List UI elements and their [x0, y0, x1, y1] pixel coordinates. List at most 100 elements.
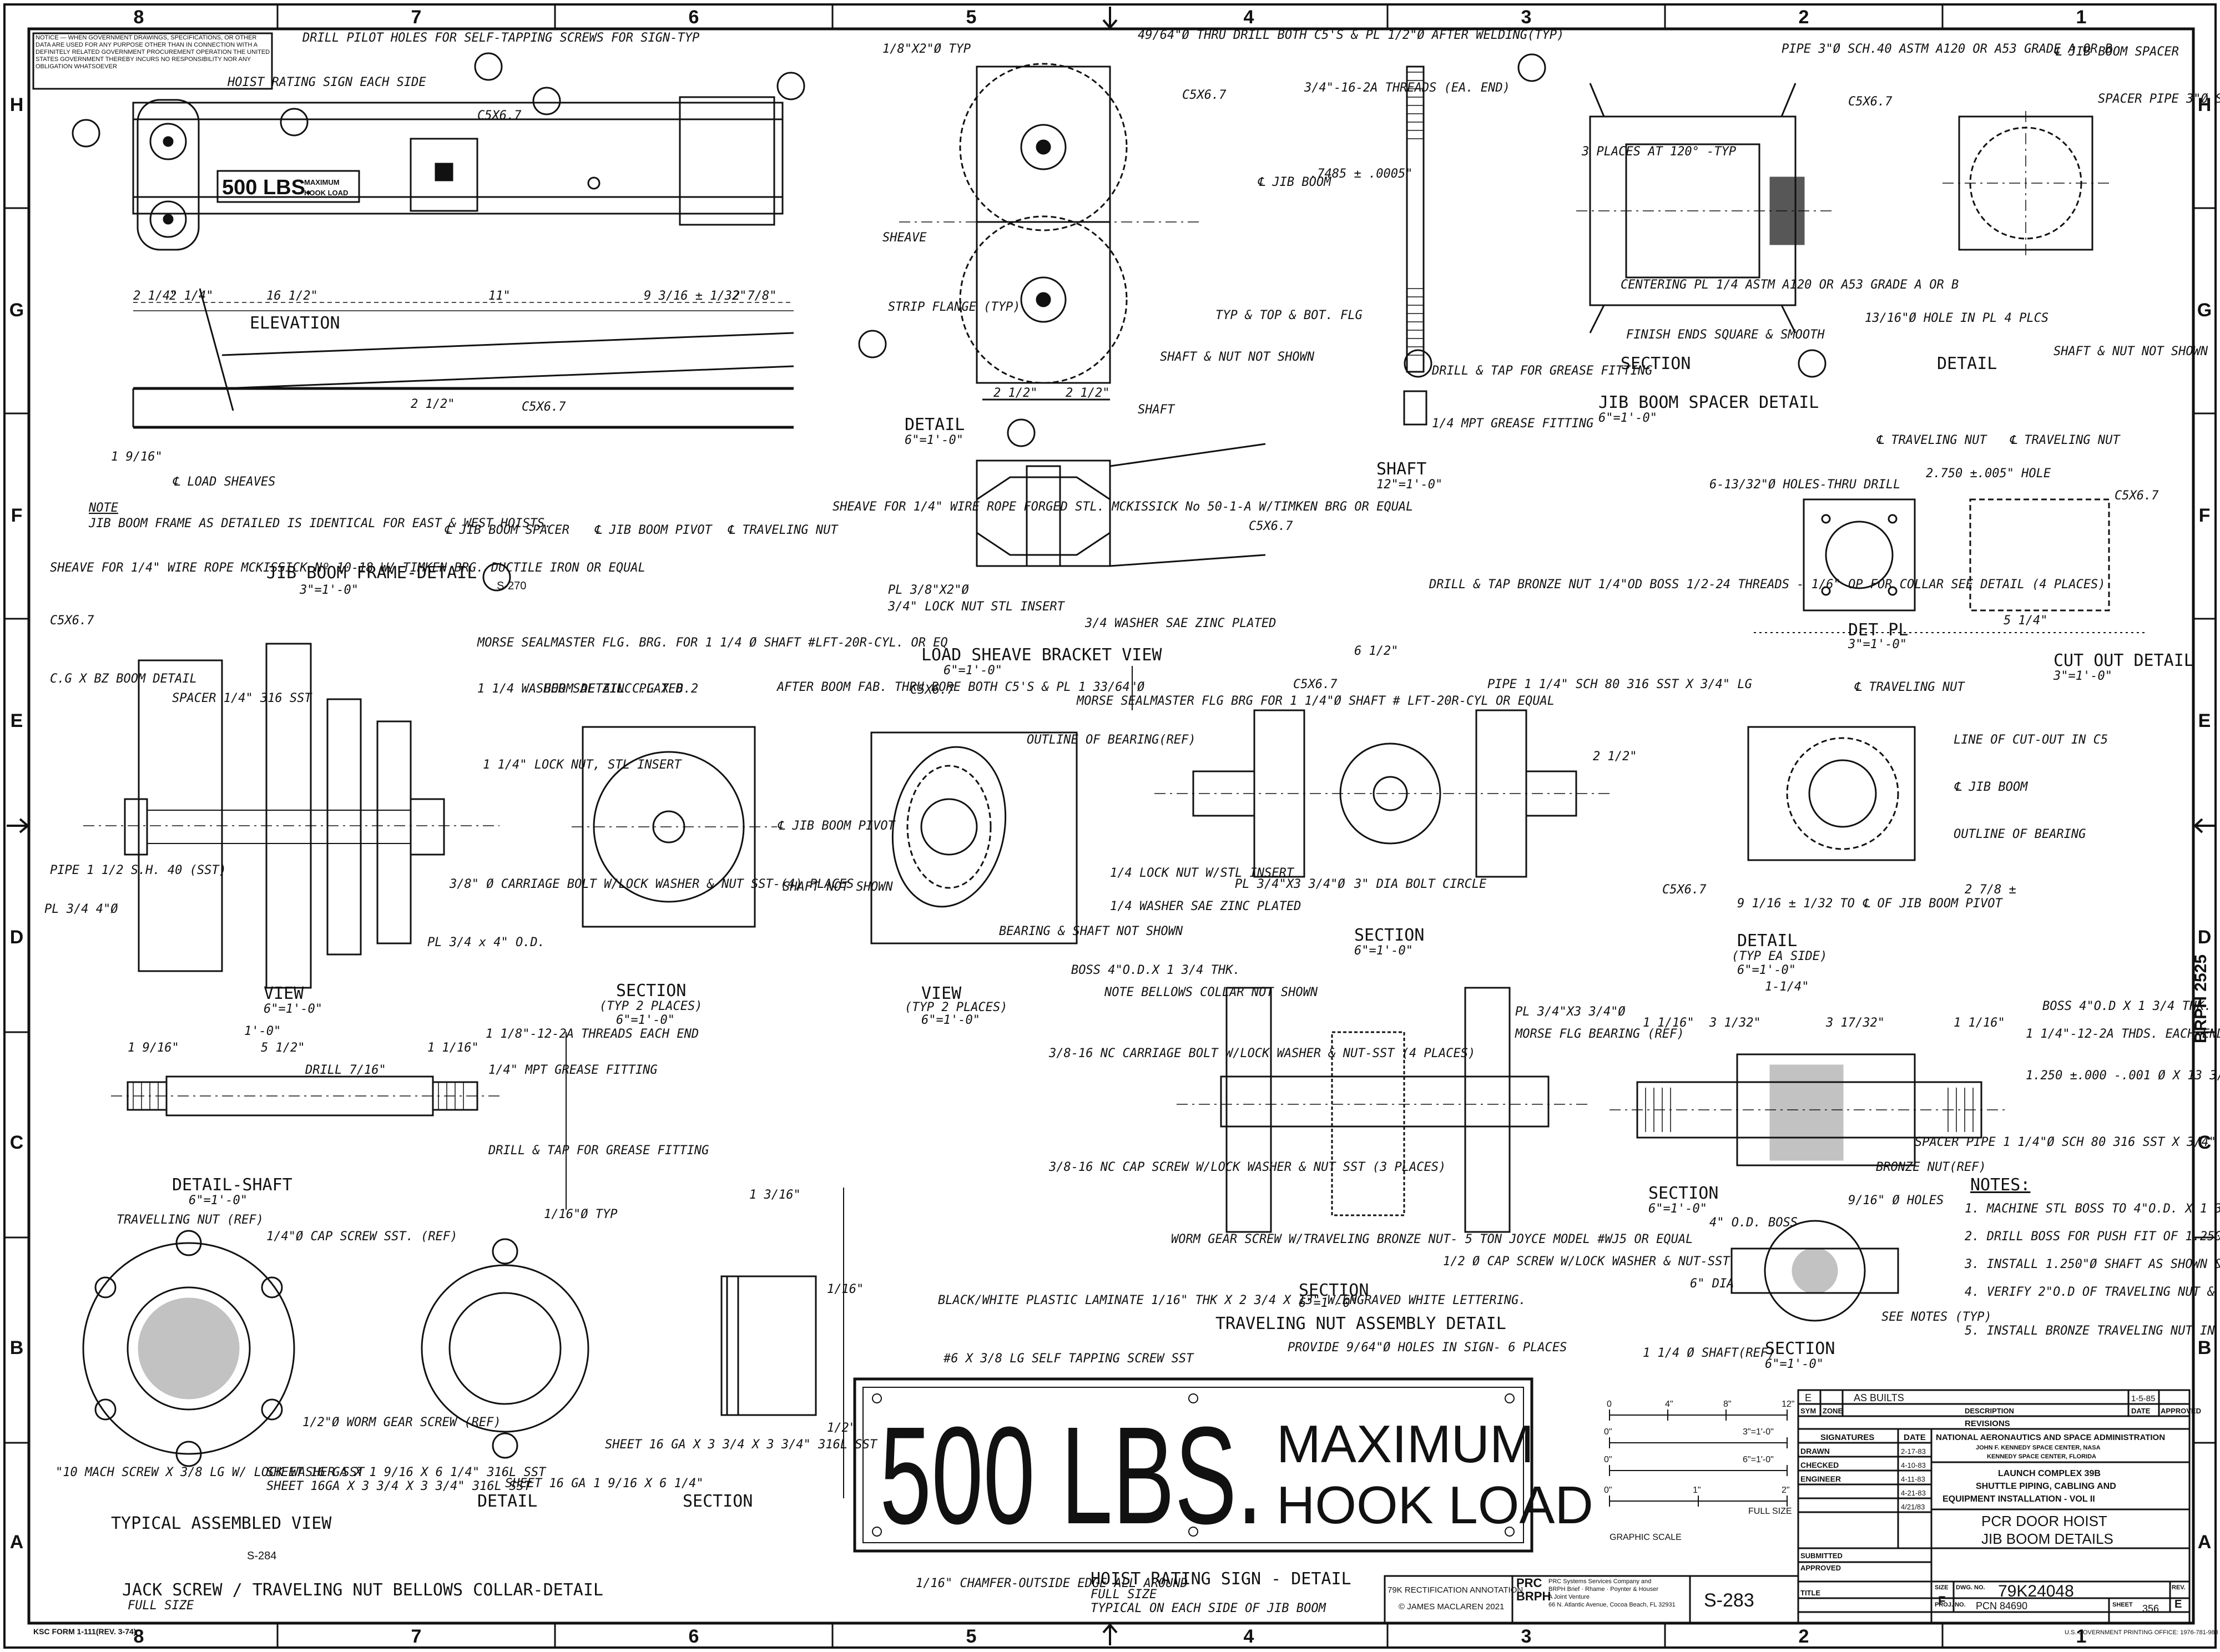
rev-value: E — [2174, 1598, 2182, 1610]
size-value: F — [1938, 1594, 1945, 1608]
notes-block: NOTES: 1. MACHINE STL BOSS TO 4"O.D. X 1… — [1964, 1175, 2220, 1338]
label: 1/16"Ø TYP — [544, 1208, 617, 1221]
rev-date: 1-5-85 — [2131, 1394, 2155, 1403]
label: SHAFT — [1138, 403, 1175, 417]
view-h-scale: 6"=1'-0" — [921, 1013, 980, 1027]
label: SHEET 16 GA 1 9/16 X 6 1/4" — [505, 1477, 704, 1491]
revisions-label: REVISIONS — [1965, 1419, 2010, 1428]
row-label: G — [2197, 300, 2212, 321]
detail-r-title: DETAIL — [477, 1492, 537, 1511]
label: 1/4 WASHER SAE ZINC PLATED — [1110, 900, 1301, 913]
dim: 3 17/32" — [1825, 1016, 1885, 1030]
misc-linework — [566, 632, 2148, 1498]
dwg-title1: PCR DOOR HOIST — [1981, 1513, 2107, 1529]
sign-line1: MAXIMUM — [1276, 1414, 1534, 1474]
label: BOSS 4"O.D X 1 3/4 THK. — [2042, 999, 2212, 1013]
prc-line2: BRPH Brief · Rhame · Poynter & Houser — [1548, 1586, 1659, 1593]
note-title: NOTE — [88, 501, 119, 515]
elevation-view — [132, 96, 794, 429]
label: 1 1/4 Ø SHAFT(REF) — [1643, 1346, 1775, 1360]
trav-scale: 6"=1'-0" — [1299, 1296, 1358, 1310]
label: SPACER PIPE 3"Ø SCH 40(BEYOND-REF) — [2098, 92, 2220, 106]
label: SHAFT & NUT NOT SHOWN — [2054, 345, 2208, 358]
label: 9 1/16 ± 1/32 TO ℄ OF JIB BOOM PIVOT — [1737, 897, 2003, 911]
title-label: TITLE — [1800, 1589, 1820, 1597]
sheave-shaft-labels: SHAFT SHEAVE FOR 1/4" WIRE ROPE FORGED S… — [833, 403, 1413, 630]
gpo-label: U.S. GOVERNMENT PRINTING OFFICE: 1976-78… — [2065, 1629, 2218, 1636]
dim: 5 1/2" — [261, 1041, 305, 1055]
scale-tick: 0" — [1604, 1455, 1612, 1464]
label: SHEAVE FOR 1/4" WIRE ROPE MCKISSICK Nº 1… — [50, 561, 645, 575]
label: C5X6.7 — [1848, 95, 1893, 109]
label: LINE OF CUT-OUT IN C5 — [1954, 733, 2108, 747]
agency2: JOHN F. KENNEDY SPACE CENTER, NASA — [1976, 1444, 2101, 1451]
col-label: 4 — [1244, 7, 1254, 28]
label: ℄ TRAVELING NUT — [1876, 433, 1987, 447]
section-j-drawing — [1177, 987, 1587, 1233]
sheet-ref: S-283 — [1704, 1590, 1754, 1611]
label: 3" DIA BOLT CIRCLE — [1354, 877, 1487, 891]
shaft-view — [1403, 65, 1427, 426]
section-n-title: SECTION — [1765, 1339, 1835, 1358]
detail-e-view — [1943, 111, 2109, 255]
label: 3 PLACES AT 120° -TYP — [1581, 145, 1736, 159]
sig-date: 4-21-83 — [1901, 1489, 1926, 1497]
section-g-labels: ℄ JIB BOOM PIVOT SHAFT NOT SHOWN SECTION… — [599, 819, 896, 1027]
chamfer-label: 1/16" CHAMFER-OUTSIDE EDGE ALL AROUND — [916, 1577, 1188, 1590]
col-label: 8 — [134, 1626, 144, 1647]
hoist-sign-drawing — [853, 1377, 1533, 1553]
dim: 1 9/16" — [111, 450, 163, 464]
label: 3/4" LOCK NUT STL INSERT — [887, 600, 1066, 614]
dim: 2 1/4" — [169, 289, 213, 303]
detail-k-drawing — [1610, 1053, 2009, 1166]
col-label: 6 — [689, 7, 699, 28]
label: 1/4 MPT GREASE FITTING — [1432, 417, 1593, 431]
label: 6 1/2" — [1354, 644, 1398, 658]
dwg-title2: JIB BOOM DETAILS — [1981, 1530, 2113, 1547]
scale-tick: 0" — [1604, 1486, 1612, 1495]
typical-q-ref: S-284 — [247, 1550, 276, 1562]
section-d-label: JIB BOOM SPACER DETAIL — [1598, 393, 1819, 412]
sig-hdr: DATE — [1904, 1433, 1926, 1442]
detail-shaft-scale: 6"=1'-0" — [189, 1194, 248, 1208]
label: PL 3/8"X2"Ø — [888, 583, 969, 597]
label: "10 MACH SCREW X 3/8 LG W/ LOCK WASHER S… — [56, 1466, 365, 1479]
view-f-labels: SHEAVE FOR 1/4" WIRE ROPE MCKISSICK Nº 1… — [44, 561, 948, 1016]
det-pl-title: DET PL — [1848, 620, 1908, 640]
row-label: G — [9, 300, 24, 321]
section-n-scale: 6"=1'-0" — [1765, 1357, 1824, 1371]
label: C5X6.7 — [2115, 489, 2159, 503]
dim: 1 1/16" — [1643, 1016, 1694, 1030]
frame-title: JIB BOOM FRAME-DETAIL — [266, 563, 477, 583]
label: ℄ JIB BOOM SPACER — [2054, 45, 2179, 59]
frame-scale: 3"=1'-0" — [299, 583, 359, 597]
elev-sign-small2: HOOK LOAD — [304, 189, 348, 197]
rev-label: REV. — [2172, 1584, 2186, 1591]
detail-k-scale: 6"=1'-0" — [1737, 963, 1796, 977]
label: PIPE 1 1/2 S.H. 40 (SST) — [50, 863, 226, 877]
label: DRILL & TAP FOR GREASE FITTING — [1431, 364, 1652, 378]
section-j-title: SECTION — [1354, 926, 1424, 945]
hdr: DESCRIPTION — [1965, 1407, 2014, 1415]
row-label: C — [10, 1132, 24, 1153]
approved-label: APPROVED — [1800, 1564, 1841, 1572]
prc-logo: PRC — [1516, 1576, 1542, 1590]
title-block — [1384, 1389, 2191, 1624]
note-item: 5. INSTALL BRONZE TRAVELING NUT IN BOSS … — [1965, 1324, 2220, 1338]
sig-date: 2-17-83 — [1901, 1447, 1926, 1456]
label: MORSE SEALMASTER FLG BRG FOR 1 1/4"Ø SHA… — [1076, 694, 1555, 708]
elev-sign-big: 500 LBS. — [222, 176, 311, 199]
label: 4" O.D. BOSS — [1709, 1216, 1798, 1230]
trav-nut-label: ℄ TRAVELING NUT — [727, 523, 839, 537]
collar-scale: FULL SIZE — [128, 1599, 194, 1613]
prc-line4: 66 N. Atlantic Avenue, Cocoa Beach, FL 3… — [1548, 1602, 1676, 1608]
det-pl-scale: 3"=1'-0" — [1848, 638, 1907, 651]
section-g-sub: (TYP 2 PLACES) — [599, 999, 702, 1013]
section-d-view — [1576, 83, 1832, 334]
label: TRAVELLING NUT (REF) — [117, 1213, 264, 1227]
dim: 2 7/8" — [733, 289, 776, 303]
det-pl-labels: ℄ TRAVELING NUT ℄ TRAVELING NUT 6-13/32"… — [1662, 433, 2194, 911]
label: 1/8"X2"Ø TYP — [882, 42, 971, 56]
prc-line1: PRC Systems Services Company and — [1548, 1578, 1652, 1585]
graphic-scale-label: GRAPHIC SCALE — [1610, 1533, 1682, 1542]
